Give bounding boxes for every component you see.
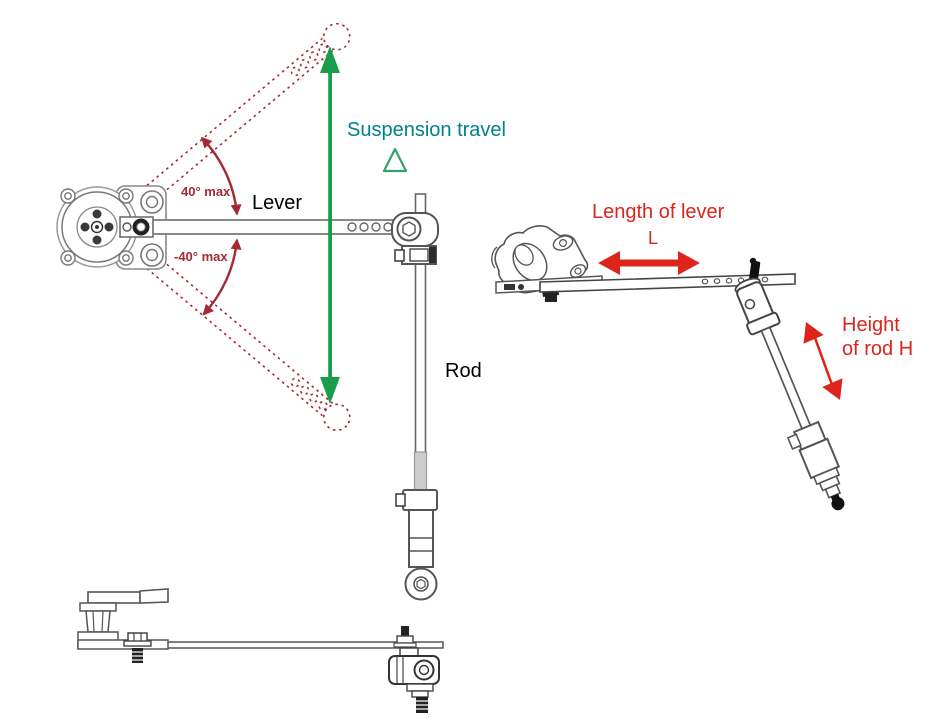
main-view [56,22,439,601]
perspective-view [491,225,845,511]
height-of-rod-label: Height of rod H [842,313,913,361]
height-of-rod-line2: of rod H [842,338,914,360]
angle-down-max-label: -40° max [174,249,228,264]
side-view-clevis [388,626,440,713]
side-view [77,588,444,713]
angle-arc-up [200,136,242,216]
lever-link [119,216,154,238]
suspension-travel-arrow [320,46,340,404]
rod-label: Rod [445,360,482,382]
angle-arc-down [202,238,242,316]
lever-label: Lever [252,192,303,214]
lever-arm [152,219,395,235]
angle-up-max-label: 40° max [181,184,231,199]
mounting-bolts [60,188,134,266]
sensor-front-view [56,185,167,270]
length-of-lever-label: Length of lever [592,201,725,223]
delta-triangle-icon [382,147,408,173]
suspension-travel-label: Suspension travel [347,119,506,141]
height-arrow [803,322,843,400]
perspective-rod-assembly [734,277,845,511]
length-arrow [598,251,700,275]
rod-end-eye [395,489,438,601]
sensor-hub [80,209,114,245]
lever-clevis [391,212,439,265]
side-view-left-bolt [123,632,152,663]
length-symbol-label: L [648,228,659,248]
side-view-bar [77,639,444,650]
side-view-sensor [77,588,169,642]
height-of-rod-line1: Height [842,314,900,336]
